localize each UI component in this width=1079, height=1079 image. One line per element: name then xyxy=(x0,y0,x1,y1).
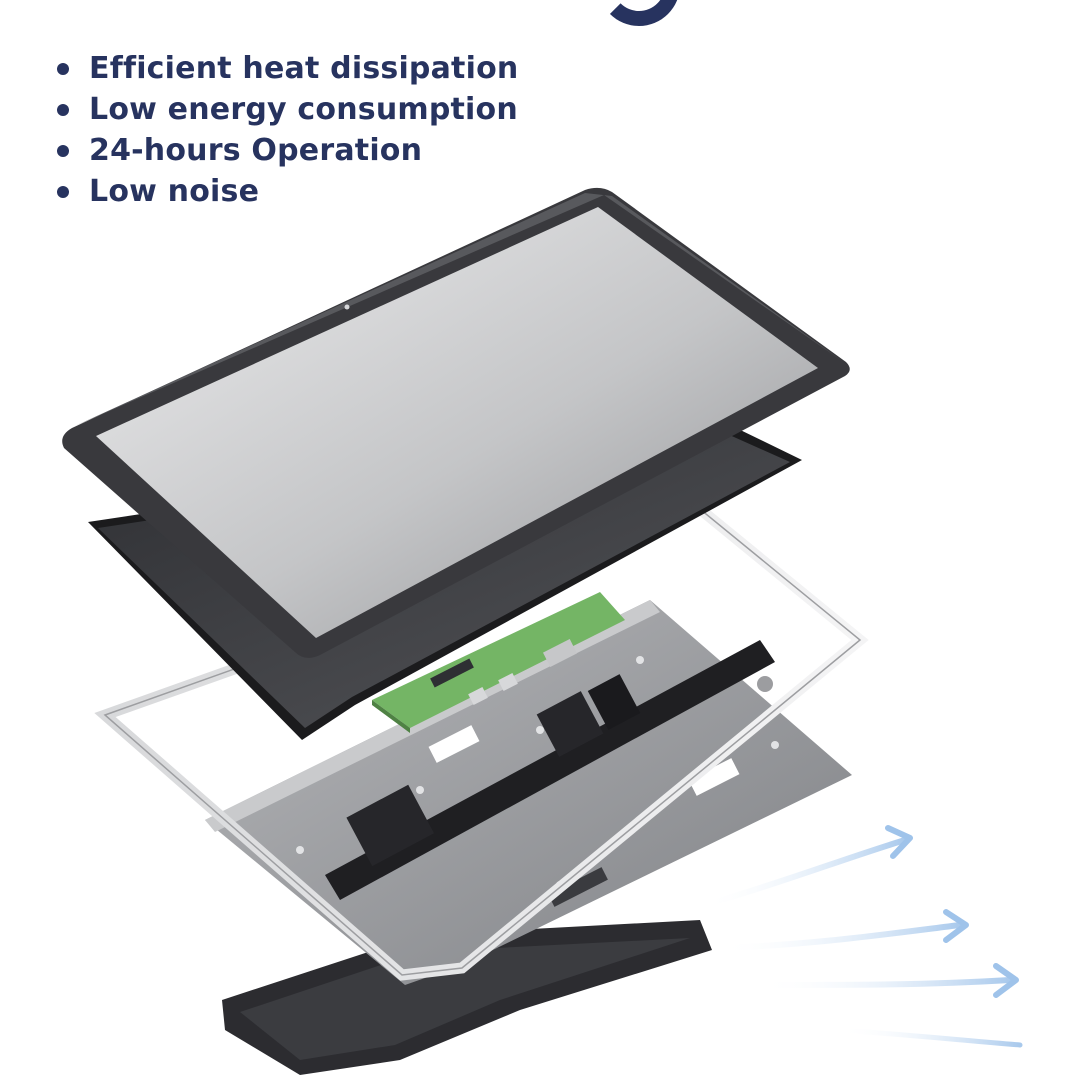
bullet-icon xyxy=(57,144,69,157)
bullet-icon xyxy=(57,62,69,75)
mainboard-pcb xyxy=(372,592,625,733)
bullet-icon xyxy=(57,103,69,116)
touch-glass-bezel xyxy=(62,187,850,658)
feature-item: 24-hours Operation xyxy=(52,130,518,171)
feature-label: 24-hours Operation xyxy=(89,133,423,168)
feature-item: Efficient heat dissipation xyxy=(52,48,518,89)
feature-list: Efficient heat dissipation Low energy co… xyxy=(52,48,518,212)
feature-label: Low energy consumption xyxy=(89,92,518,127)
io-bracket xyxy=(325,640,775,900)
feature-label: Low noise xyxy=(89,174,260,209)
feature-label: Efficient heat dissipation xyxy=(89,51,519,86)
bullet-icon xyxy=(57,185,69,198)
airflow-arrows-icon xyxy=(702,825,1023,1048)
feature-item: Low energy consumption xyxy=(52,89,518,130)
rear-housing xyxy=(222,920,712,1075)
feature-item: Low noise xyxy=(52,171,518,212)
